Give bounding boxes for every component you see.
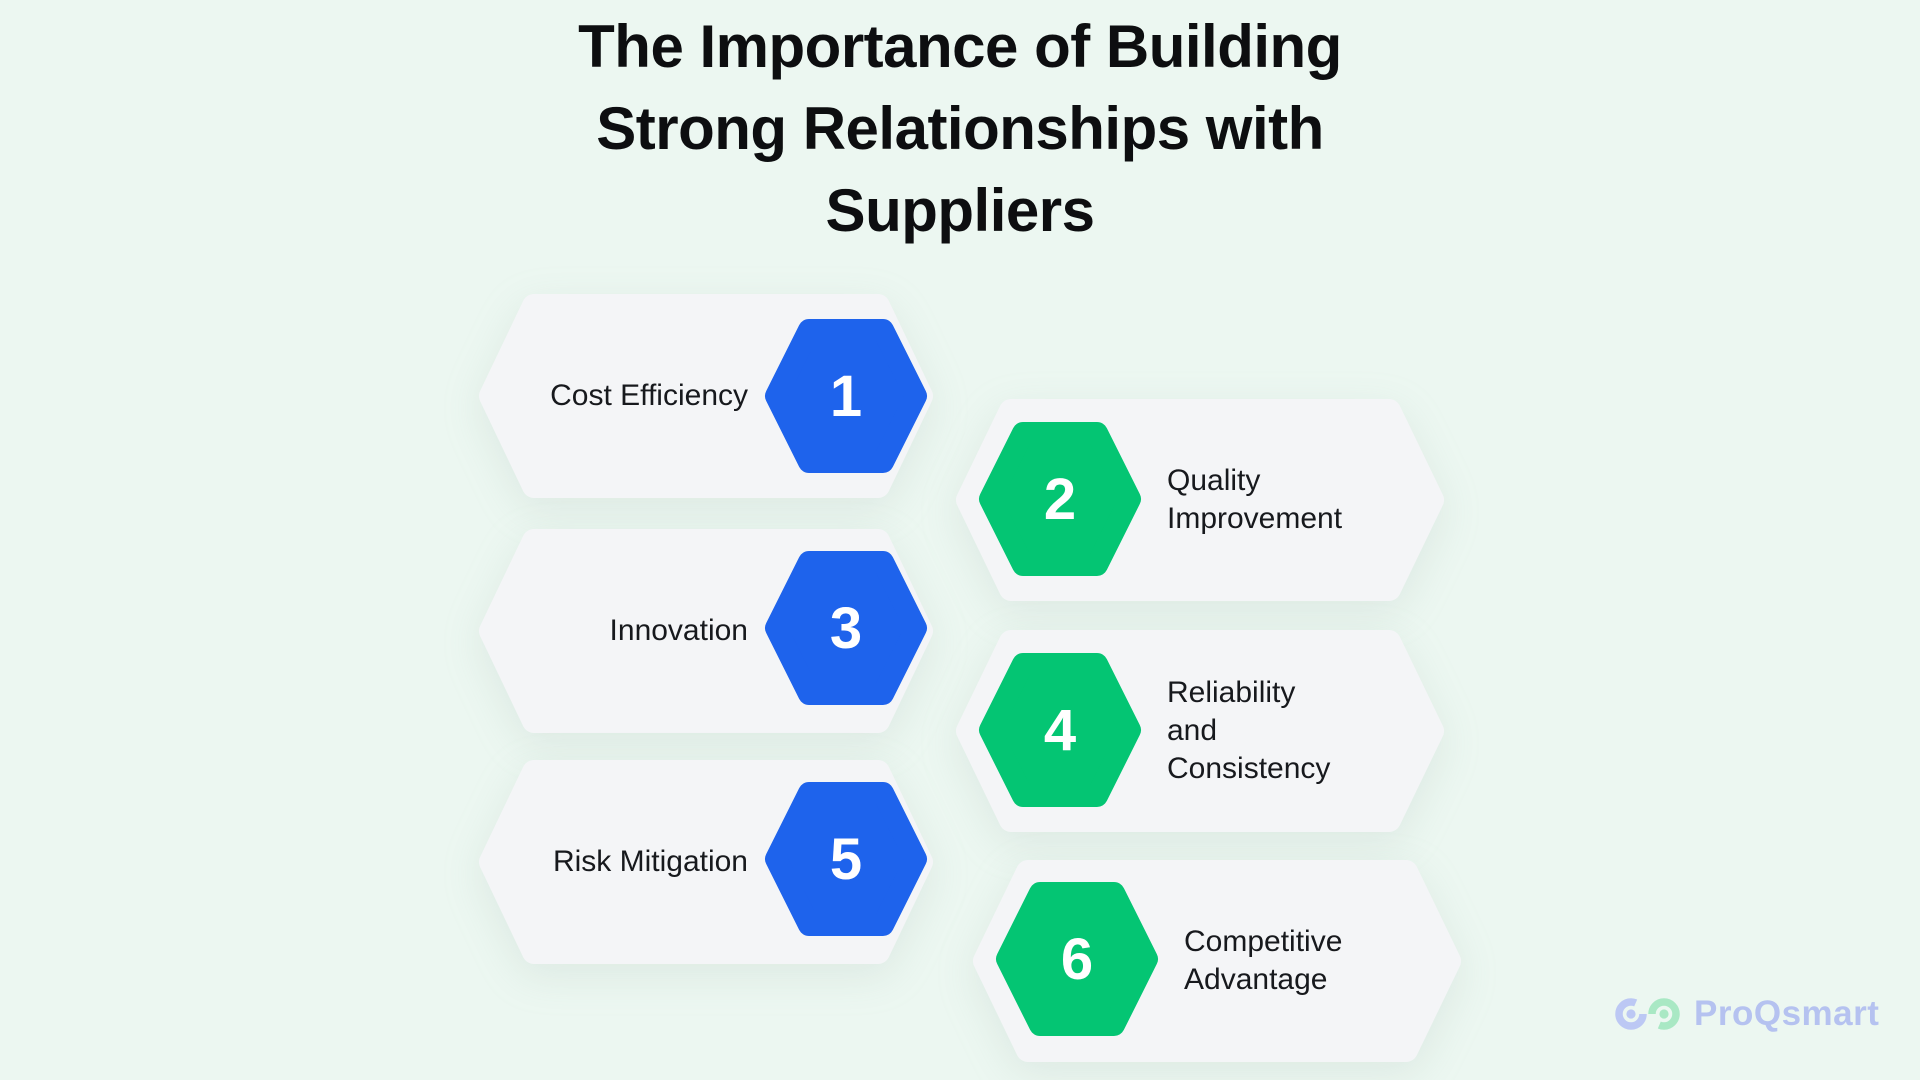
hexagon-badge-6: 6 xyxy=(993,882,1161,1036)
card-innovation: Innovation 3 xyxy=(478,529,934,733)
logo-arc-right-icon xyxy=(1648,998,1680,1030)
card-label: Risk Mitigation xyxy=(508,760,748,964)
label-line: Reliability xyxy=(1167,676,1296,709)
label-line: and xyxy=(1167,714,1218,747)
card-number: 6 xyxy=(1060,926,1094,992)
label-line: Quality xyxy=(1167,464,1261,497)
proqsmart-logo: ProQsmart xyxy=(1614,994,1879,1034)
title-line: The Importance of Building xyxy=(578,13,1342,80)
card-number: 4 xyxy=(1043,697,1077,763)
card-cost-efficiency: Cost Efficiency 1 xyxy=(478,294,934,498)
label-line: Cost Efficiency xyxy=(550,379,748,412)
card-label: Competitive Advantage xyxy=(1184,860,1438,1062)
card-reliability-consistency: Reliability and Consistency 4 xyxy=(955,630,1445,832)
hexagon-icon xyxy=(979,422,1141,576)
hexagon-icon xyxy=(765,782,927,936)
hexagon-icon xyxy=(996,882,1158,1036)
proqsmart-logo-icon xyxy=(1615,998,1680,1030)
hexagon-icon xyxy=(765,551,927,705)
hexagon-icon xyxy=(765,319,927,473)
card-number: 1 xyxy=(829,363,863,429)
page-title: The Importance of Building Strong Relati… xyxy=(0,6,1920,252)
card-number: 2 xyxy=(1043,466,1077,532)
hexagon-badge-3: 3 xyxy=(762,551,930,705)
card-risk-mitigation: Risk Mitigation 5 xyxy=(478,760,934,964)
label-line: Competitive xyxy=(1184,925,1343,958)
hexagon-badge-1: 1 xyxy=(762,319,930,473)
card-label: Reliability and Consistency xyxy=(1167,630,1421,832)
card-number: 3 xyxy=(829,595,863,661)
hexagon-badge-4: 4 xyxy=(976,653,1144,807)
hexagon-badge-5: 5 xyxy=(762,782,930,936)
hexagon-badge-2: 2 xyxy=(976,422,1144,576)
card-label: Cost Efficiency xyxy=(508,294,748,498)
hexagon-icon xyxy=(979,653,1141,807)
card-label: Innovation xyxy=(508,529,748,733)
label-line: Advantage xyxy=(1184,963,1328,996)
card-quality-improvement: Quality Improvement 2 xyxy=(955,399,1445,601)
card-competitive-advantage: Competitive Advantage 6 xyxy=(972,860,1462,1062)
logo-text: ProQsmart xyxy=(1694,994,1880,1033)
logo-arc-left-icon xyxy=(1615,998,1647,1030)
label-line: Improvement xyxy=(1167,502,1343,535)
card-number: 5 xyxy=(829,826,863,892)
label-line: Risk Mitigation xyxy=(552,845,748,878)
title-line: Strong Relationships with xyxy=(596,95,1324,162)
label-line: Consistency xyxy=(1167,752,1331,785)
card-label: Quality Improvement xyxy=(1167,399,1421,601)
label-line: Innovation xyxy=(609,614,748,647)
title-line: Suppliers xyxy=(825,177,1095,244)
